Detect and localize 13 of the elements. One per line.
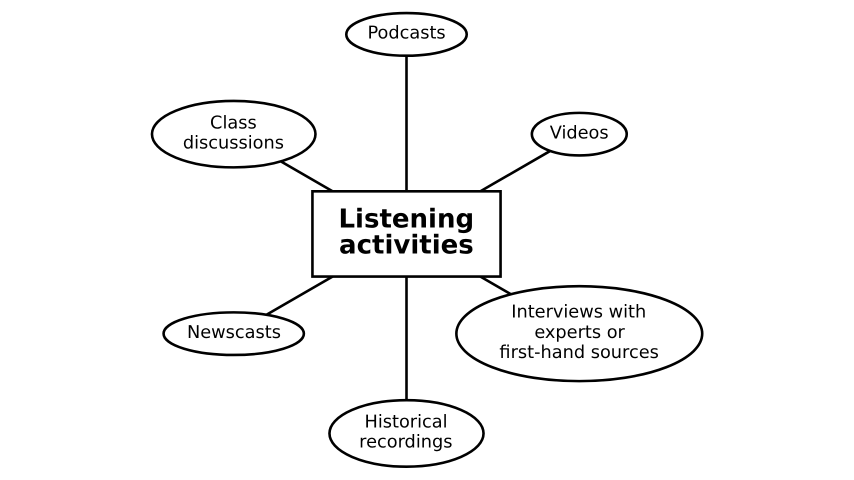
node-ellipse: Interviews with experts or first-hand sources xyxy=(455,284,704,382)
node-ellipse: Podcasts xyxy=(344,12,468,57)
node-ellipse: Videos xyxy=(530,112,628,157)
connector xyxy=(405,276,408,400)
node-ellipse: Newscasts xyxy=(162,311,306,356)
connector xyxy=(480,275,512,296)
connector xyxy=(280,160,334,192)
node-box: Listening activities xyxy=(311,190,502,278)
connector xyxy=(266,275,334,316)
connector xyxy=(480,150,551,192)
node-ellipse: Class discussions xyxy=(150,100,317,169)
node-ellipse: Historical recordings xyxy=(328,398,485,468)
connector xyxy=(405,56,408,192)
